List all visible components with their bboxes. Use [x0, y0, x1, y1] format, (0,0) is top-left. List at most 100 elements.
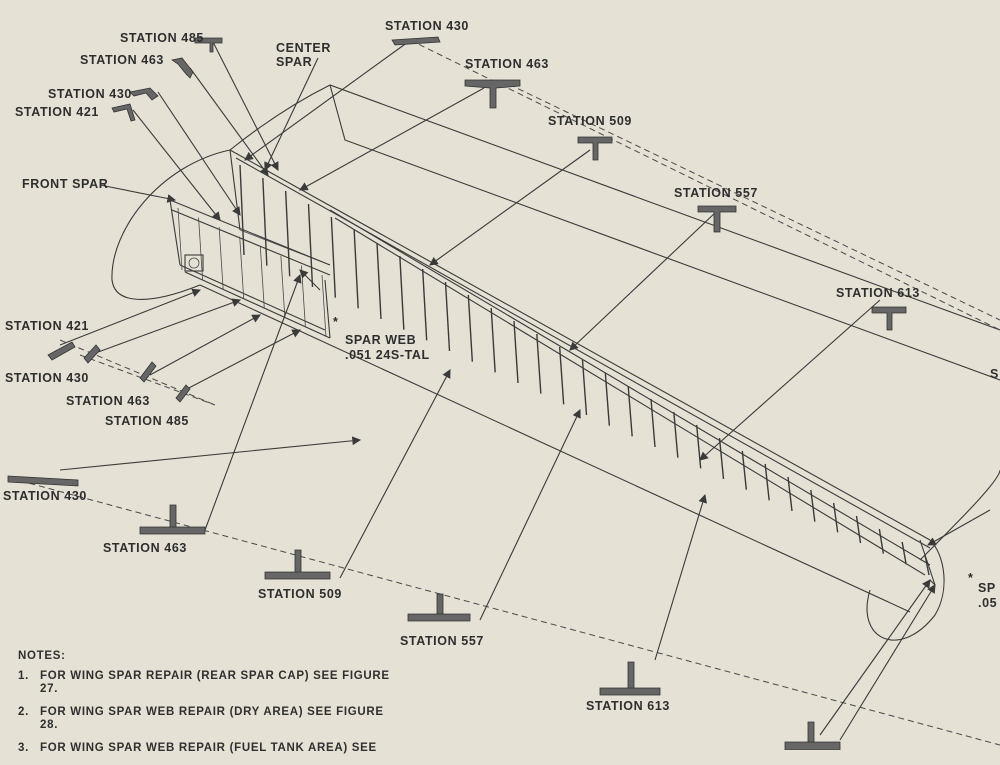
section-430-mid: [83, 344, 101, 364]
spar-stiffener: [810, 489, 816, 522]
label-top-station-463: STATION 463: [80, 53, 164, 67]
spar-stiffener: [444, 281, 451, 352]
front-spar-stiffener: [177, 207, 183, 271]
label-lower-station-557: STATION 557: [400, 634, 484, 648]
section-509-lower: [264, 549, 331, 580]
label-front-spar: FRONT SPAR: [22, 177, 108, 191]
note-number: 3.: [18, 742, 29, 754]
label-right-edge-sp: SP: [978, 581, 996, 595]
label-mid-station-485: STATION 485: [105, 414, 189, 428]
spar-stiffener: [307, 203, 314, 288]
front-spar-stiffener: [239, 236, 245, 299]
spar-stiffener: [627, 385, 633, 437]
spar-stiffener: [513, 320, 519, 384]
wing-outline: [111, 84, 1000, 641]
spar-stiffener: [764, 463, 770, 501]
spar-stiffener: [558, 346, 565, 405]
spar-stiffener: [353, 229, 359, 309]
label-mid-station-463: STATION 463: [66, 394, 150, 408]
section-509-upper: [577, 136, 613, 161]
spar-stiffener: [330, 216, 337, 298]
note-text: FOR WING SPAR WEB REPAIR (DRY AREA) SEE …: [40, 706, 384, 731]
leader-lines: [59, 41, 991, 741]
note-item: 2. FOR WING SPAR WEB REPAIR (DRY AREA) S…: [18, 706, 398, 732]
spar-stiffener: [695, 424, 702, 469]
section-callouts: [7, 36, 907, 751]
section-463-top: [170, 57, 194, 79]
label-spar-web-1: SPAR WEB: [345, 333, 416, 347]
section-613-lower: [599, 661, 661, 696]
label-lower-station-509: STATION 509: [258, 587, 342, 601]
section-bottom-right: [784, 721, 841, 751]
spar-stiffener: [787, 476, 793, 512]
section-430-upper: [391, 36, 441, 46]
label-upper-station-557: STATION 557: [674, 186, 758, 200]
spar-stiffener: [421, 268, 428, 341]
front-spar-stiffener: [218, 227, 224, 290]
spar-stiffener: [536, 333, 542, 394]
section-430-top: [129, 87, 159, 101]
note-text: FOR WING SPAR REPAIR (REAR SPAR CAP) SEE…: [40, 670, 390, 695]
section-557-lower: [407, 593, 471, 622]
front-spar-stiffener: [259, 246, 265, 309]
label-center-spar-2: SPAR: [276, 55, 312, 69]
spar-stiffener: [855, 515, 862, 544]
front-spar-stiffener: [280, 255, 286, 318]
section-430-lower: [7, 475, 79, 487]
rear-spar: [229, 149, 936, 586]
spar-stiffener: [741, 450, 748, 490]
section-613-upper: [871, 306, 907, 331]
spar-stiffener: [901, 541, 907, 565]
note-item: 1. FOR WING SPAR REPAIR (REAR SPAR CAP) …: [18, 670, 398, 696]
spar-stiffener: [878, 528, 885, 554]
label-upper-station-463: STATION 463: [465, 57, 549, 71]
label-mid-station-421: STATION 421: [5, 319, 89, 333]
label-top-station-421: STATION 421: [15, 105, 99, 119]
spar-stiffener: [262, 177, 268, 266]
front-spar-stiffeners: [177, 207, 327, 338]
notes-block: NOTES: 1. FOR WING SPAR REPAIR (REAR SPA…: [18, 650, 398, 765]
section-421-mid: [47, 341, 76, 361]
front-spar: [169, 199, 331, 339]
label-right-edge-s: S: [990, 367, 999, 381]
front-spar-stiffener: [321, 274, 327, 338]
note-number: 1.: [18, 670, 29, 682]
spar-stiffener: [399, 255, 405, 330]
label-spar-web-star: *: [333, 315, 338, 329]
note-number: 2.: [18, 706, 29, 718]
section-463-lower: [139, 504, 206, 535]
section-557-upper: [697, 205, 737, 233]
section-485-top: [194, 37, 223, 53]
spar-stiffener: [376, 242, 382, 320]
label-lower-station-463: STATION 463: [103, 541, 187, 555]
spar-stiffener: [718, 437, 725, 480]
section-421-top: [111, 103, 136, 122]
label-spar-web-2: .051 24S-TAL: [345, 348, 430, 362]
notes-header: NOTES:: [18, 650, 66, 662]
section-463-upper: [464, 79, 521, 109]
label-lower-station-613: STATION 613: [586, 699, 670, 713]
label-upper-station-430: STATION 430: [385, 19, 469, 33]
station-dashed-lines: [9, 39, 1000, 746]
spar-stiffener: [490, 307, 496, 373]
label-center-spar-1: CENTER: [276, 41, 331, 55]
label-mid-station-430: STATION 430: [5, 371, 89, 385]
label-lower-station-430: STATION 430: [3, 489, 87, 503]
station-labels: STATION 485 STATION 463 STATION 430 STAT…: [3, 19, 999, 713]
label-right-star: *: [968, 571, 973, 585]
front-spar-stiffener: [198, 217, 203, 280]
label-top-station-485: STATION 485: [120, 31, 204, 45]
note-item: 3. FOR WING SPAR WEB REPAIR (FUEL TANK A…: [18, 742, 398, 755]
label-upper-station-613: STATION 613: [836, 286, 920, 300]
section-463-mid: [139, 361, 157, 383]
spar-stiffener: [650, 398, 656, 448]
label-right-edge-05: .05: [978, 596, 997, 610]
spar-stiffener: [284, 190, 291, 277]
spar-stiffeners: [239, 164, 930, 576]
note-text: FOR WING SPAR WEB REPAIR (FUEL TANK AREA…: [40, 742, 377, 754]
spar-stiffener: [673, 411, 679, 458]
spar-stiffener: [581, 359, 588, 416]
section-485-mid: [175, 384, 191, 403]
